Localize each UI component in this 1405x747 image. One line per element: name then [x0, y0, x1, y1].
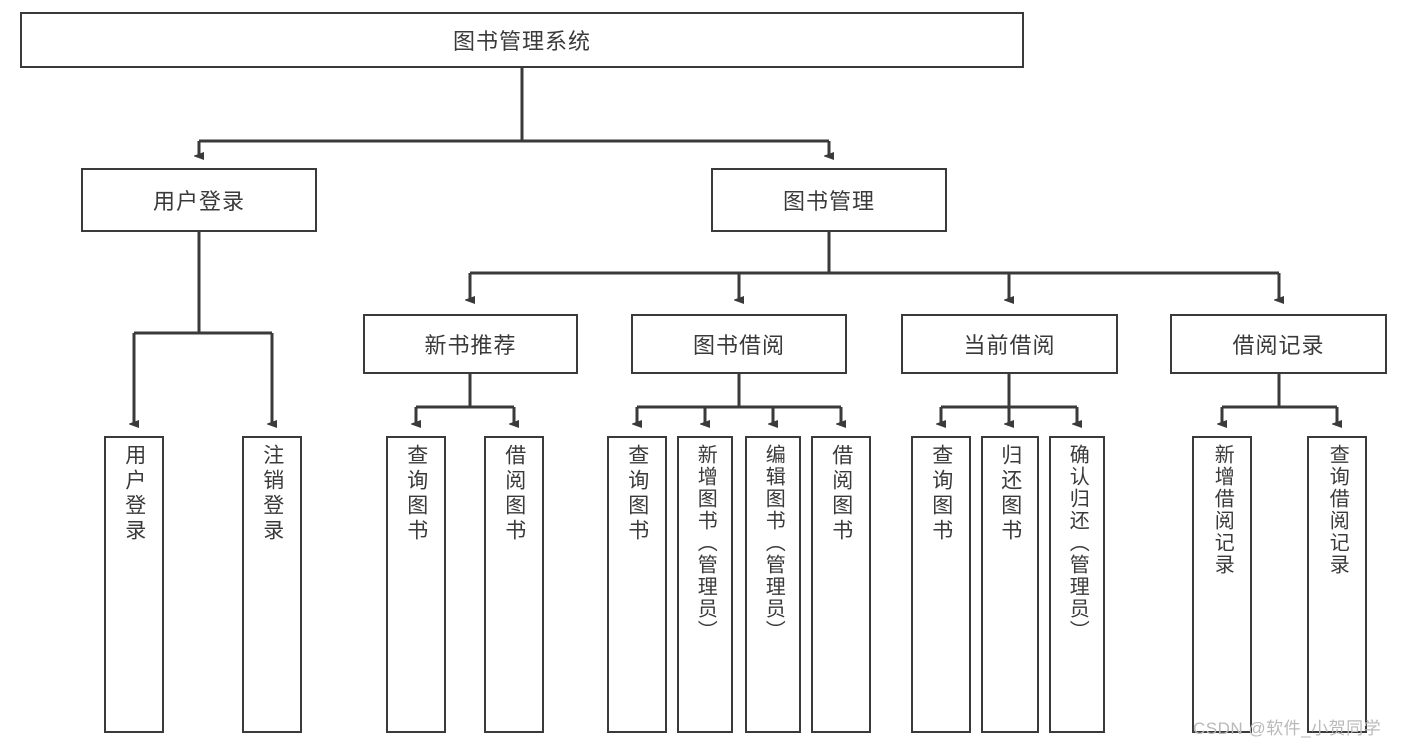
leaf-book-borrow-query-book[interactable]: 查询图书 [607, 436, 667, 733]
node-root-system[interactable]: 图书管理系统 [20, 12, 1024, 68]
node-label: 当前借阅 [963, 333, 1056, 358]
node-label: 查询图书 [625, 444, 649, 544]
node-borrow-record[interactable]: 借阅记录 [1170, 314, 1387, 374]
node-label: 新书推荐 [424, 333, 517, 358]
node-label: 确认归还（管理员） [1066, 444, 1089, 642]
node-new-book-recommend[interactable]: 新书推荐 [363, 314, 578, 374]
node-label: 查询图书 [929, 444, 953, 544]
leaf-user-login-logout[interactable]: 注销登录 [242, 436, 302, 733]
node-label: 新增借阅记录 [1211, 444, 1234, 576]
leaf-current-borrow-confirm-return-admin[interactable]: 确认归还（管理员） [1049, 436, 1105, 733]
leaf-book-borrow-borrow-book[interactable]: 借阅图书 [811, 436, 871, 733]
leaf-new-book-borrow-book[interactable]: 借阅图书 [484, 436, 544, 733]
leaf-user-login-login[interactable]: 用户登录 [104, 436, 164, 733]
node-label: 用户登录 [122, 444, 146, 544]
node-label: 查询借阅记录 [1326, 444, 1349, 576]
node-current-borrow[interactable]: 当前借阅 [901, 314, 1118, 374]
leaf-borrow-record-query-record[interactable]: 查询借阅记录 [1307, 436, 1367, 733]
node-label: 借阅图书 [502, 444, 526, 544]
node-book-borrow[interactable]: 图书借阅 [631, 314, 847, 374]
node-label: 查询图书 [404, 444, 428, 544]
leaf-current-borrow-query-book[interactable]: 查询图书 [911, 436, 971, 733]
node-label: 图书管理系统 [452, 29, 591, 54]
node-label: 用户登录 [152, 189, 245, 214]
node-label: 图书管理 [782, 189, 875, 214]
node-user-login[interactable]: 用户登录 [81, 168, 317, 232]
leaf-book-borrow-add-book-admin[interactable]: 新增图书（管理员） [677, 436, 733, 733]
node-book-management[interactable]: 图书管理 [711, 168, 947, 232]
leaf-new-book-query-book[interactable]: 查询图书 [386, 436, 446, 733]
node-label: 注销登录 [260, 444, 284, 544]
node-label: 新增图书（管理员） [694, 444, 717, 642]
node-label: 编辑图书（管理员） [762, 444, 785, 642]
node-label: 归还图书 [998, 444, 1022, 544]
node-label: 图书借阅 [692, 333, 785, 358]
leaf-current-borrow-return-book[interactable]: 归还图书 [981, 436, 1039, 733]
csdn-watermark: CSDN @软件_小贺同学 [1193, 719, 1382, 738]
node-label: 借阅记录 [1232, 333, 1325, 358]
leaf-borrow-record-add-record[interactable]: 新增借阅记录 [1192, 436, 1252, 733]
node-label: 借阅图书 [829, 444, 853, 544]
leaf-book-borrow-edit-book-admin[interactable]: 编辑图书（管理员） [745, 436, 801, 733]
